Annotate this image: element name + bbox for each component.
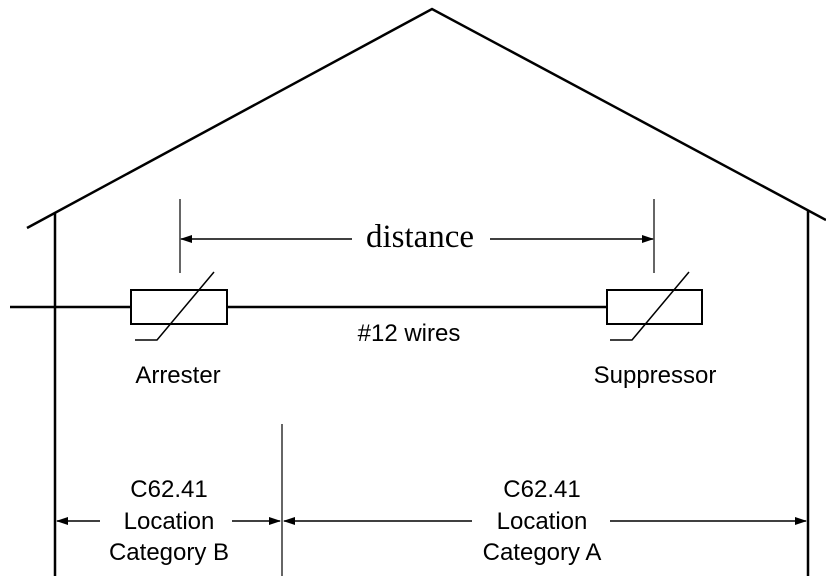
distance-label: distance (366, 219, 474, 255)
zone-b-category: Category B (109, 539, 229, 566)
zone-a-location: Location (497, 508, 588, 535)
arrester-slash (135, 271, 215, 341)
wires-label: #12 wires (358, 320, 461, 347)
suppressor-label: Suppressor (594, 362, 717, 389)
arrester-body (130, 289, 228, 325)
zone-b-location: Location (124, 508, 215, 535)
suppressor-body (606, 289, 703, 325)
suppressor-symbol (606, 271, 703, 341)
arrester-label: Arrester (135, 362, 220, 389)
zone-a-category: Category A (483, 539, 602, 566)
zone-b-standard: C62.41 (130, 476, 207, 503)
arrester-symbol (130, 271, 228, 341)
roof-line (26, 7, 826, 230)
zone-a-standard: C62.41 (503, 476, 580, 503)
suppressor-slash (610, 271, 690, 341)
